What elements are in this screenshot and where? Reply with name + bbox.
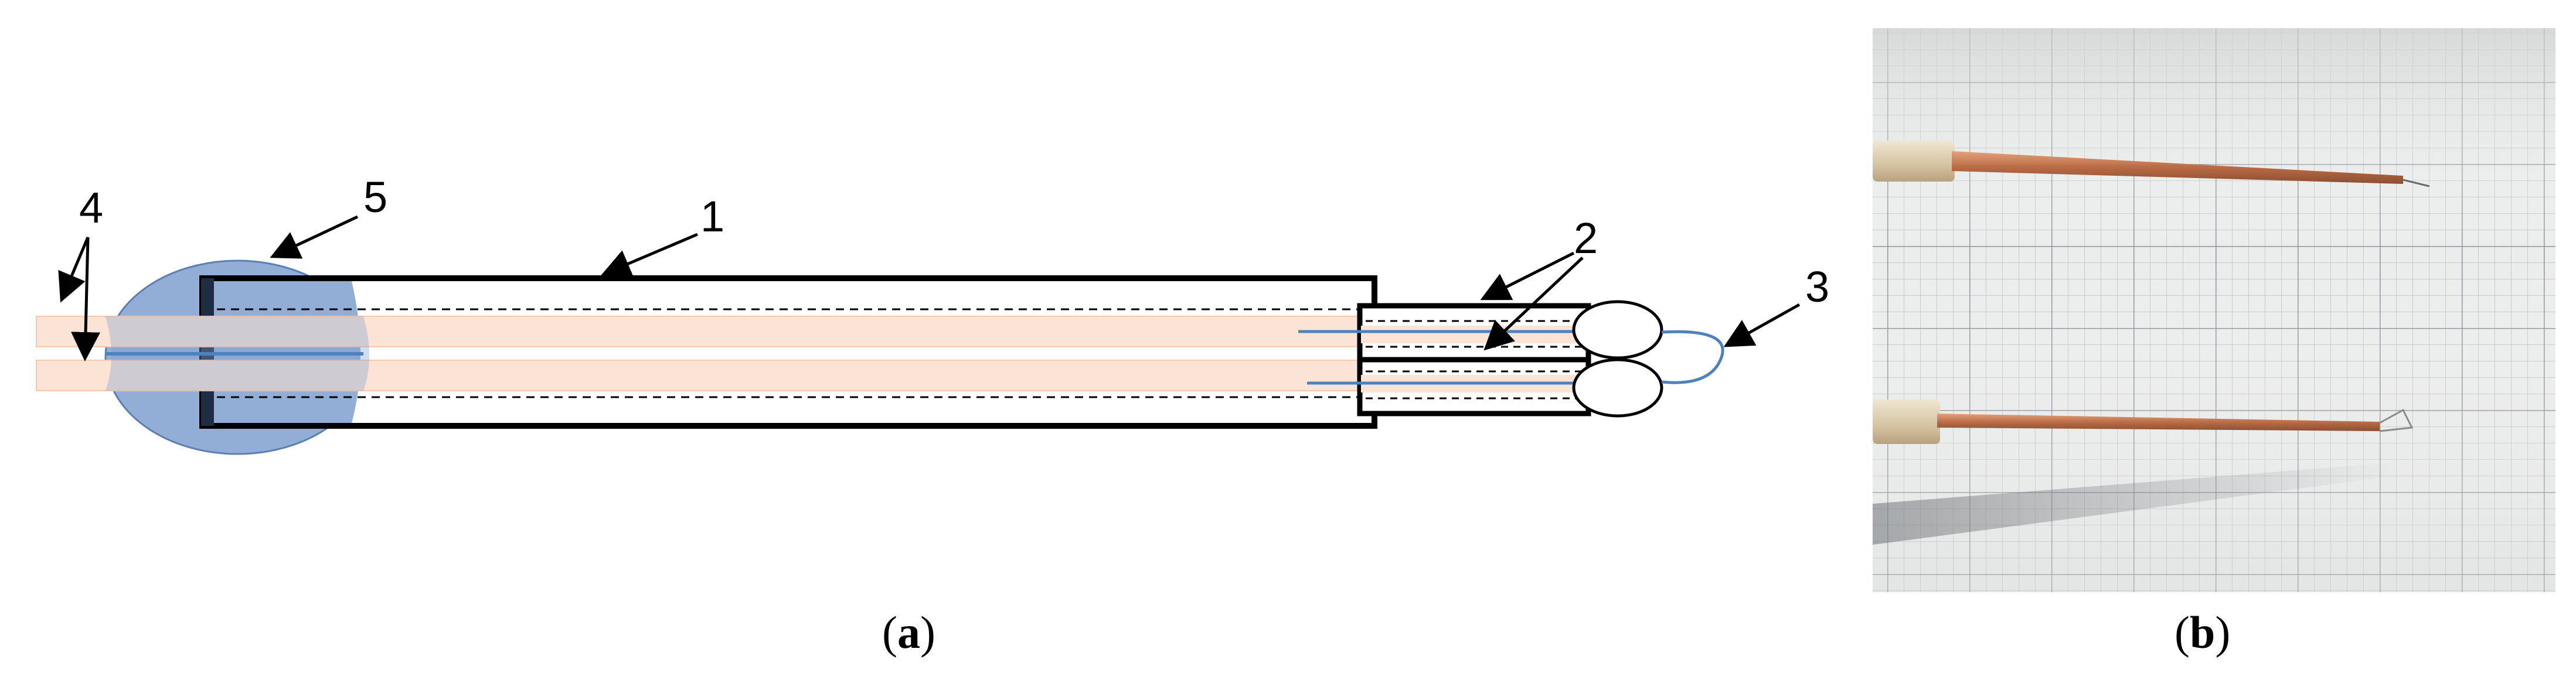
outer-sheath-fill: [205, 281, 1372, 423]
callout-5: 5: [363, 173, 387, 221]
callout-2: 2: [1574, 214, 1598, 262]
panel-label-a: (a): [882, 607, 935, 658]
arrow-2a: [1480, 251, 1575, 300]
arrow-2b: [1483, 257, 1584, 351]
schematic-panel-a: 1 2 3 4 5: [36, 173, 1829, 455]
arrow-4a: [58, 237, 90, 303]
arrow-1: [601, 233, 698, 278]
callout-4: 4: [79, 183, 103, 232]
probe-upper-tube: [1952, 151, 2403, 184]
probe-lower-tube: [1937, 414, 2380, 431]
arrow-4b: [71, 237, 101, 361]
photo-panel-b: [1873, 28, 2555, 592]
probe-lower-tip: [2379, 408, 2414, 432]
junction-loop: [1661, 330, 1724, 384]
probe-upper-tip: [2403, 179, 2430, 187]
arrow-3: [1723, 303, 1801, 347]
arrow-5: [270, 215, 359, 259]
callout-3: 3: [1805, 262, 1829, 311]
panel-label-b: (b): [2175, 607, 2231, 658]
probe-lower-holder: [1873, 399, 1940, 444]
callout-1: 1: [700, 192, 724, 241]
junction-bead-upper: [1572, 300, 1663, 360]
probe-shadow: [1873, 463, 2397, 545]
junction-bead-lower: [1572, 358, 1663, 418]
probe-upper-holder: [1873, 141, 1955, 182]
